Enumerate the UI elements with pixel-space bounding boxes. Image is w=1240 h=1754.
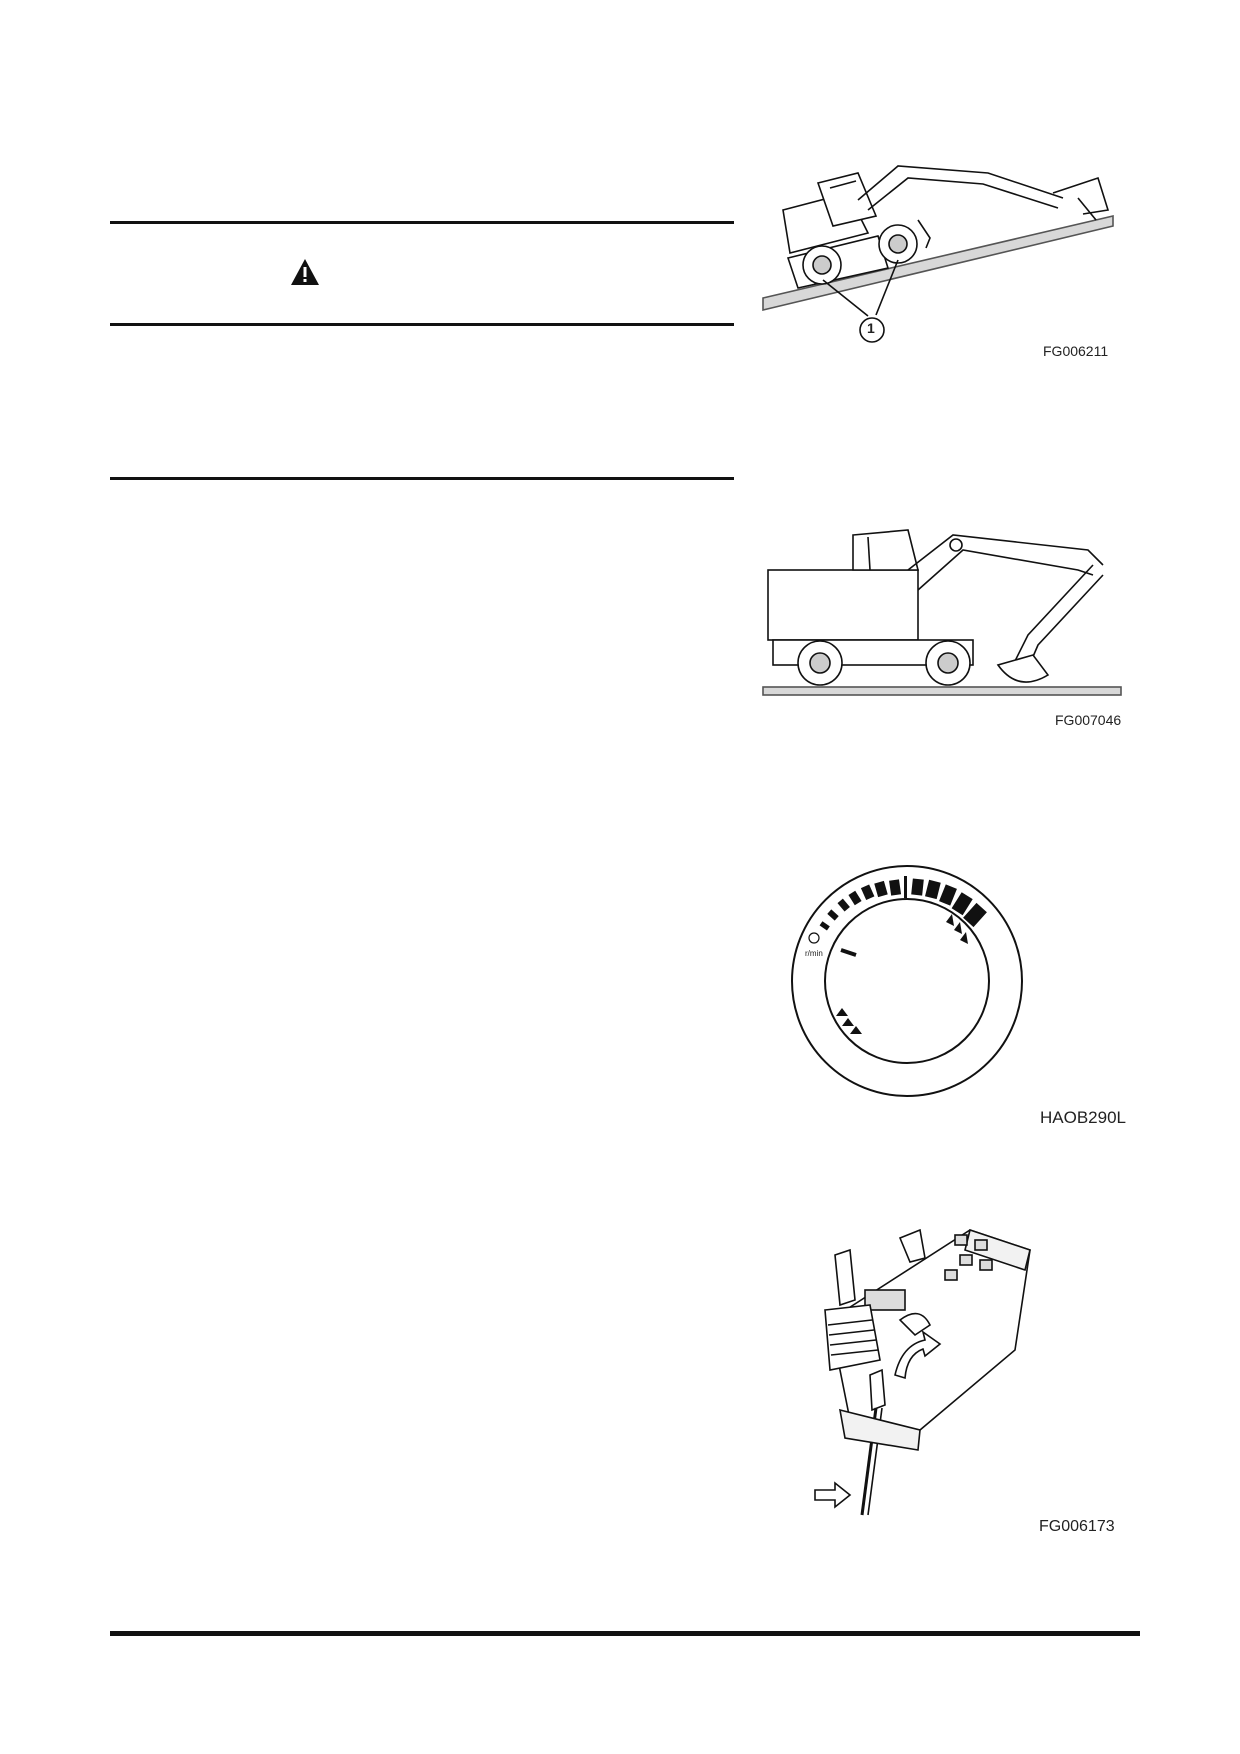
footer-rule [110, 1631, 1140, 1636]
excavator-on-slope-figure [758, 148, 1118, 348]
callout-number: 1 [867, 320, 875, 336]
figure-caption-fg006211: FG006211 [1043, 343, 1109, 359]
warning-top-rule [110, 221, 734, 224]
warning-bottom-rule [110, 323, 734, 326]
gauge-unit-label: r/min [805, 949, 823, 958]
control-console-figure [810, 1210, 1042, 1535]
figure-caption-haob290l: HAOB290L [1040, 1108, 1126, 1127]
figure-caption-fg007046: FG007046 [1055, 712, 1122, 728]
excavator-side-view-figure [758, 515, 1126, 700]
warning-triangle-icon [290, 258, 320, 286]
figure-caption-fg006173: FG006173 [1039, 1518, 1115, 1535]
engine-speed-gauge-figure [786, 862, 1028, 1100]
section-rule [110, 477, 734, 480]
